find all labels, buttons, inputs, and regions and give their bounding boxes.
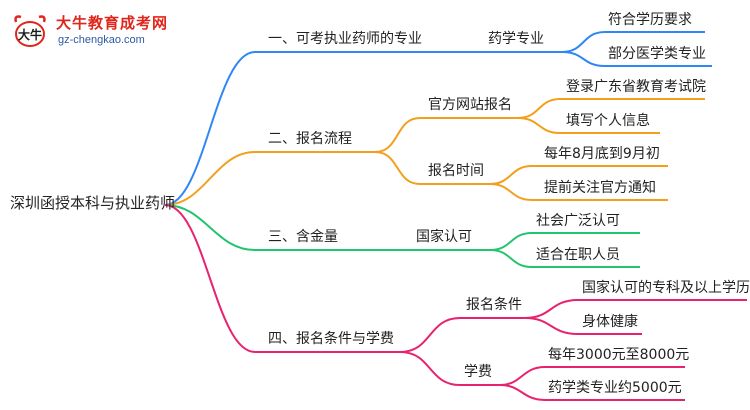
branch-1-sub-1-leaf-1[interactable]: 符合学历要求 — [608, 12, 692, 28]
connectors-branch-4 — [164, 204, 747, 401]
connector-b4s1-l2 — [524, 317, 579, 335]
connector-b4-s1 — [399, 317, 461, 353]
branch-4-sub-1-leaf-2[interactable]: 身体健康 — [582, 314, 638, 330]
connector-b3s1-l1 — [489, 232, 533, 251]
connector-root-b2 — [164, 151, 256, 206]
connectors-branch-1 — [164, 31, 712, 206]
branch-1-node[interactable]: 一、可考执业药师的专业 — [268, 31, 422, 47]
branch-3-sub-1-node[interactable]: 国家认可 — [416, 229, 472, 245]
branch-4-sub-2-leaf-1[interactable]: 每年3000元至8000元 — [548, 347, 690, 363]
connector-b3s1-l2 — [489, 249, 533, 268]
logo-mark-text: 大牛 — [18, 27, 42, 42]
connectors-branch-3 — [164, 204, 640, 268]
connector-root-b3 — [164, 204, 256, 251]
branch-2-node[interactable]: 二、报名流程 — [268, 131, 352, 147]
branch-1-sub-1-leaf-2[interactable]: 部分医学类专业 — [608, 46, 706, 62]
branch-3-node[interactable]: 三、含金量 — [268, 229, 338, 245]
branch-2-sub-2-leaf-1[interactable]: 每年8月底到9月初 — [544, 146, 660, 162]
connector-b1s1-l1 — [561, 31, 606, 53]
branch-3-sub-1-leaf-1[interactable]: 社会广泛认可 — [536, 213, 620, 229]
connector-b4s1-l1 — [524, 299, 579, 319]
logo-url: gz-chengkao.com — [58, 34, 145, 46]
branch-3-sub-1-leaf-2[interactable]: 适合在职人员 — [536, 247, 620, 263]
branch-4-sub-2-leaf-2[interactable]: 药学类专业约5000元 — [548, 380, 682, 396]
connector-b2s2-l2 — [489, 183, 533, 201]
connector-root-b4 — [164, 204, 256, 353]
branch-2-sub-2-node[interactable]: 报名时间 — [428, 163, 484, 179]
connector-b4s2-l2 — [499, 384, 546, 401]
root-node[interactable]: 深圳函授本科与执业药师 — [10, 194, 176, 212]
connectors-branch-2 — [164, 98, 705, 206]
connector-b4s2-l1 — [499, 366, 546, 386]
connector-b2-s1 — [374, 117, 421, 153]
connector-b1s1-l2 — [561, 51, 606, 67]
branch-2-sub-1-leaf-1[interactable]: 登录广东省教育考试院 — [566, 79, 706, 95]
branch-2-sub-1-leaf-2[interactable]: 填写个人信息 — [566, 113, 650, 129]
branch-4-sub-1-leaf-1[interactable]: 国家认可的专科及以上学历 — [582, 280, 750, 296]
branch-1-sub-1-node[interactable]: 药学专业 — [488, 31, 544, 47]
connector-b2s1-l2 — [517, 117, 561, 134]
connector-b2s1-l1 — [517, 98, 561, 119]
branch-4-sub-2-node[interactable]: 学费 — [464, 364, 492, 380]
connector-root-b1 — [164, 51, 256, 206]
connector-b4-s2 — [399, 351, 461, 386]
branch-4-sub-1-node[interactable]: 报名条件 — [466, 297, 522, 313]
branch-2-sub-2-leaf-2[interactable]: 提前关注官方通知 — [544, 180, 656, 196]
site-logo[interactable]: 大牛 大牛教育成考网 gz-chengkao.com — [8, 6, 178, 54]
logo-title: 大牛教育成考网 — [56, 14, 169, 32]
bull-logo-icon: 大牛 — [14, 15, 46, 47]
branch-4-node[interactable]: 四、报名条件与学费 — [268, 331, 394, 347]
connector-b2s2-l1 — [489, 165, 533, 185]
branch-2-sub-1-node[interactable]: 官方网站报名 — [428, 97, 512, 113]
connector-b2-s2 — [374, 151, 421, 185]
